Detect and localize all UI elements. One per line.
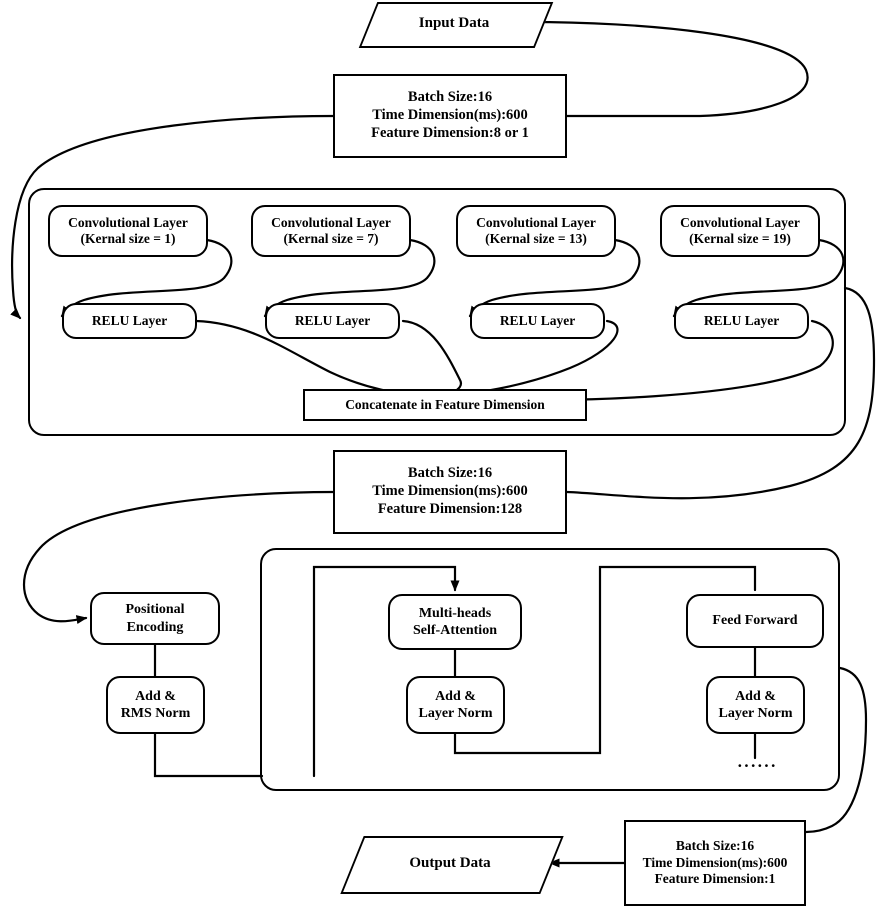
feed-forward-label: Feed Forward [712, 613, 798, 629]
output-data-node[interactable]: Output Data [340, 836, 564, 894]
conv-layer-4[interactable]: Convolutional Layer (Kernal size = 19) [660, 205, 820, 257]
repeat-indicator-label: ······ [736, 756, 778, 775]
positional-encoding-node[interactable]: Positional Encoding [90, 592, 220, 645]
feed-forward-node[interactable]: Feed Forward [686, 594, 824, 648]
attention-line1: Multi-heads [418, 605, 492, 621]
conv-layer-3-kernel: (Kernal size = 13) [485, 231, 587, 246]
feedforward-layer-norm-node[interactable]: Add & Layer Norm [706, 676, 805, 734]
attention-norm-line1: Add & [435, 688, 476, 704]
relu-layer-2[interactable]: RELU Layer [265, 303, 400, 339]
tensor-out-feature-dimension: Feature Dimension:1 [654, 871, 776, 887]
tensor-out-time-dimension: Time Dimension(ms):600 [642, 854, 788, 870]
concatenate-node[interactable]: Concatenate in Feature Dimension [303, 389, 587, 421]
output-data-label: Output Data [409, 854, 491, 871]
rms-norm-node[interactable]: Add & RMS Norm [106, 676, 205, 734]
tensor-top-feature-dimension: Feature Dimension:8 or 1 [371, 124, 529, 141]
tensor-mid-batch-size: Batch Size:16 [407, 465, 493, 482]
rms-norm-line2: RMS Norm [120, 706, 191, 721]
tensor-spec-top: Batch Size:16 Time Dimension(ms):600 Fea… [333, 74, 567, 158]
conv-layer-1-title: Convolutional Layer [68, 214, 188, 230]
relu-layer-1-label: RELU Layer [91, 312, 168, 328]
relu-layer-3[interactable]: RELU Layer [470, 303, 605, 339]
tensor-top-time-dimension: Time Dimension(ms):600 [372, 107, 528, 124]
conv-layer-1-kernel: (Kernal size = 1) [80, 231, 176, 246]
attention-line2: Self-Attention [413, 623, 497, 638]
conv-layer-2-title: Convolutional Layer [271, 214, 391, 230]
conv-layer-1[interactable]: Convolutional Layer (Kernal size = 1) [48, 205, 208, 257]
relu-layer-4-label: RELU Layer [703, 312, 780, 328]
ff-norm-line1: Add & [735, 688, 776, 704]
input-data-label: Input Data [418, 14, 490, 31]
rms-norm-line1: Add & [135, 688, 176, 704]
input-data-node[interactable]: Input Data [358, 2, 554, 48]
relu-layer-3-label: RELU Layer [499, 312, 576, 328]
tensor-top-batch-size: Batch Size:16 [407, 89, 493, 106]
relu-layer-1[interactable]: RELU Layer [62, 303, 197, 339]
conv-layer-3-title: Convolutional Layer [476, 214, 596, 230]
concatenate-label: Concatenate in Feature Dimension [345, 396, 545, 412]
conv-layer-2-kernel: (Kernal size = 7) [283, 231, 379, 246]
positional-encoding-line1: Positional [125, 602, 185, 618]
ff-norm-line2: Layer Norm [718, 706, 793, 721]
attention-norm-line2: Layer Norm [418, 706, 493, 721]
convolution-block-container [28, 188, 846, 436]
conv-layer-4-title: Convolutional Layer [680, 214, 800, 230]
conv-layer-4-kernel: (Kernal size = 19) [689, 231, 791, 246]
tensor-out-batch-size: Batch Size:16 [675, 838, 755, 854]
conv-layer-3[interactable]: Convolutional Layer (Kernal size = 13) [456, 205, 616, 257]
tensor-mid-time-dimension: Time Dimension(ms):600 [372, 483, 528, 500]
tensor-spec-output: Batch Size:16 Time Dimension(ms):600 Fea… [624, 820, 806, 906]
relu-layer-4[interactable]: RELU Layer [674, 303, 809, 339]
multi-head-attention-node[interactable]: Multi-heads Self-Attention [388, 594, 522, 650]
transformer-block-container [260, 548, 840, 791]
tensor-mid-feature-dimension: Feature Dimension:128 [377, 500, 523, 517]
wire-input-to-tensor-top [525, 20, 809, 118]
tensor-spec-mid: Batch Size:16 Time Dimension(ms):600 Fea… [333, 450, 567, 534]
wire-rmsnorm-to-block [153, 732, 264, 778]
repeat-indicator: ······ [722, 756, 792, 776]
attention-layer-norm-node[interactable]: Add & Layer Norm [406, 676, 505, 734]
relu-layer-2-label: RELU Layer [294, 312, 371, 328]
positional-encoding-line2: Encoding [126, 619, 184, 635]
conv-layer-2[interactable]: Convolutional Layer (Kernal size = 7) [251, 205, 411, 257]
